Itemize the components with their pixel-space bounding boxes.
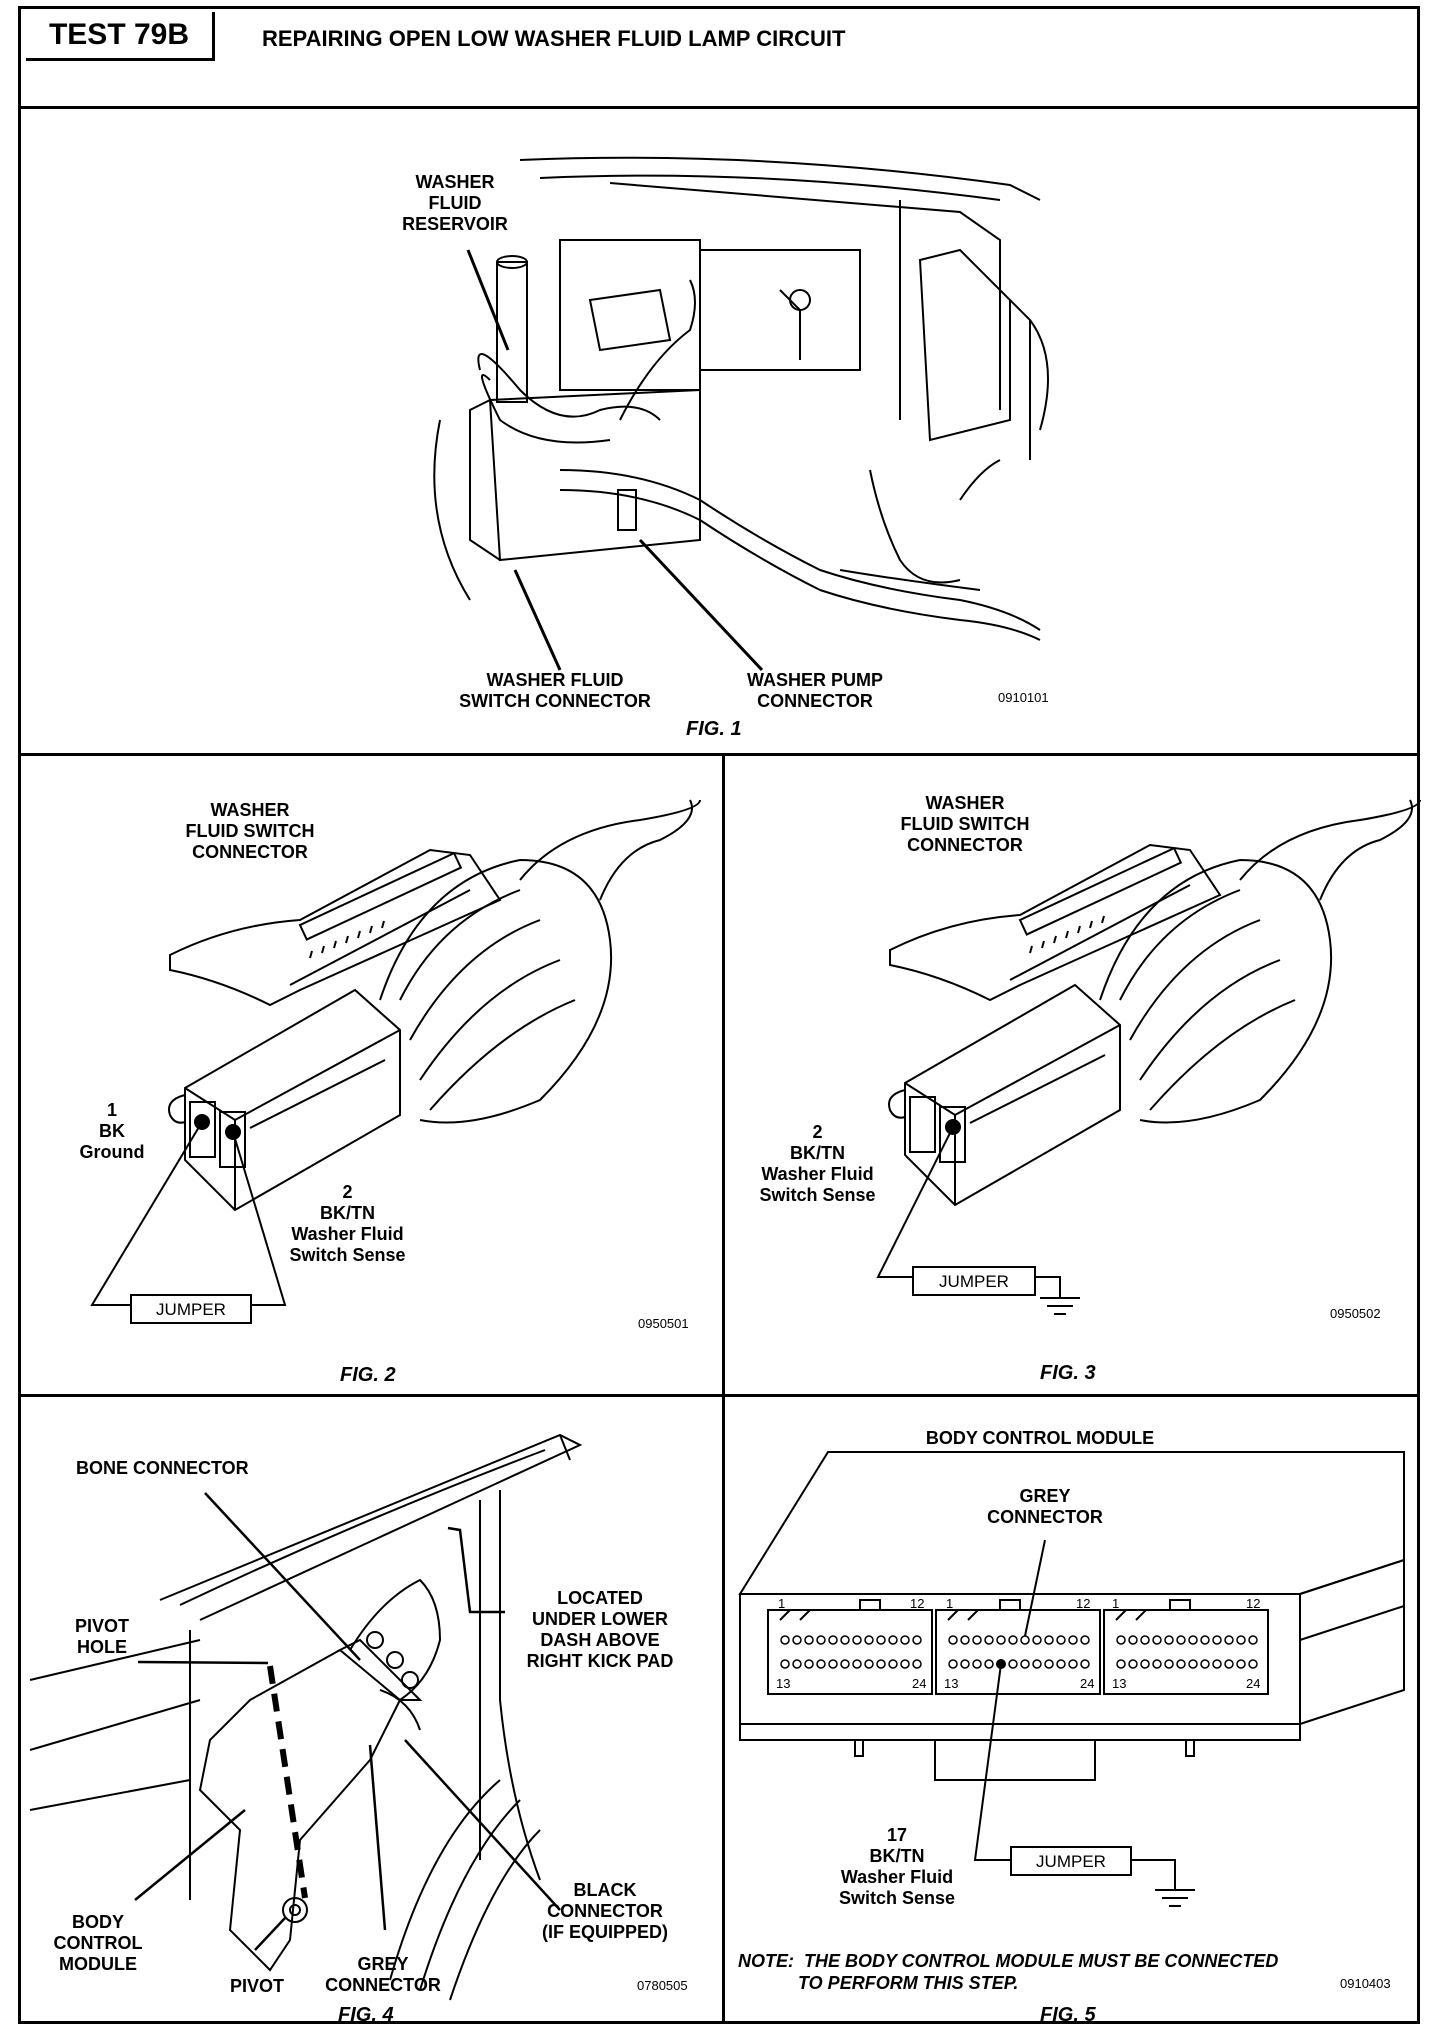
row1-divider (18, 753, 1420, 756)
fig5-code: 0910403 (1340, 1976, 1391, 1991)
pin-num-c3-top-right: 12 (1246, 1596, 1261, 1611)
black-connector-label: BLACK CONNECTOR (IF EQUIPPED) (541, 1880, 668, 1942)
pin-num-c3-bottom-right: 24 (1246, 1676, 1261, 1691)
pin-num-c3-bottom-left: 13 (1112, 1676, 1127, 1691)
test-id: TEST 79B (26, 12, 215, 61)
fig1-caption: FIG. 1 (686, 718, 742, 740)
fig2-caption: FIG. 2 (340, 1364, 396, 1386)
washer-fluid-reservoir-label: WASHER FLUID RESERVOIR (402, 172, 508, 234)
fig2-code: 0950501 (638, 1316, 689, 1331)
pin-num-c2-bottom-left: 13 (944, 1676, 959, 1691)
pin-num-c2-bottom-right: 24 (1080, 1676, 1095, 1691)
manual-page (18, 6, 1420, 2024)
fig3-connector-label: WASHER FLUID SWITCH CONNECTOR (900, 793, 1030, 855)
fig4-code: 0780505 (637, 1978, 688, 1993)
fig2-pin2-label: 2 BK/TN Washer Fluid Switch Sense (289, 1182, 406, 1265)
row2-divider (18, 1394, 1420, 1397)
pin-num-c1-bottom-right: 24 (912, 1676, 927, 1691)
fig5-pin17-label: 17 BK/TN Washer Fluid Switch Sense (838, 1825, 956, 1908)
pivot-hole-label: PIVOT HOLE (74, 1616, 129, 1657)
fig3-jumper: JUMPER (912, 1266, 1036, 1296)
page-title: REPAIRING OPEN LOW WASHER FLUID LAMP CIR… (262, 26, 846, 51)
located-under-dash-label: LOCATED UNDER LOWER DASH ABOVE RIGHT KIC… (526, 1588, 674, 1671)
column-divider (722, 753, 725, 2024)
fig5-caption: FIG. 5 (1040, 2004, 1096, 2026)
fig1-engine-bay-drawing (433, 156, 1049, 672)
header-divider (18, 106, 1420, 109)
pin-num-c1-top-left: 1 (778, 1596, 786, 1611)
fig1-code: 0910101 (998, 690, 1049, 705)
fig3-connector-drawing (876, 799, 1421, 1315)
fig3-code: 0950502 (1330, 1306, 1381, 1321)
pin-num-c1-top-right: 12 (910, 1596, 925, 1611)
fig5-module-title: BODY CONTROL MODULE (925, 1428, 1155, 1448)
fig2-connector-label: WASHER FLUID SWITCH CONNECTOR (185, 800, 315, 862)
pin-num-c1-bottom-left: 13 (776, 1676, 791, 1691)
fig2-pin1-label: 1 BK Ground (79, 1100, 145, 1162)
fig3-pin2-label: 2 BK/TN Washer Fluid Switch Sense (759, 1122, 876, 1205)
fig2-connector-drawing (90, 799, 701, 1306)
pivot-label: PIVOT (229, 1976, 284, 1996)
washer-fluid-switch-connector-label: WASHER FLUID SWITCH CONNECTOR (459, 670, 651, 711)
fig5-note: NOTE: THE BODY CONTROL MODULE MUST BE CO… (738, 1951, 1279, 1993)
body-control-module-label: BODY CONTROL MODULE (53, 1912, 143, 1974)
bone-connector-label: BONE CONNECTOR (76, 1458, 249, 1478)
pin-num-c3-top-left: 1 (1112, 1596, 1120, 1611)
pin-num-c2-top-right: 12 (1076, 1596, 1091, 1611)
fig5-jumper: JUMPER (1010, 1846, 1132, 1876)
fig4-grey-connector-label: GREY CONNECTOR (325, 1954, 441, 1995)
fig3-caption: FIG. 3 (1040, 1362, 1096, 1384)
fig2-jumper: JUMPER (130, 1294, 252, 1324)
fig4-caption: FIG. 4 (338, 2004, 394, 2026)
washer-pump-connector-label: WASHER PUMP CONNECTOR (746, 670, 883, 711)
fig5-grey-connector-label: GREY CONNECTOR (987, 1486, 1103, 1527)
pin-num-c2-top-left: 1 (946, 1596, 954, 1611)
